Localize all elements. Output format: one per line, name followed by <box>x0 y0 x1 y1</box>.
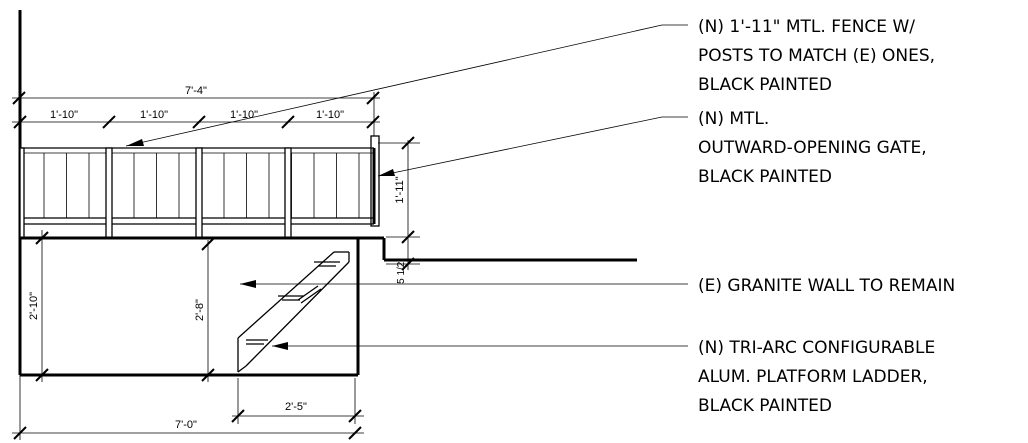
note-fence-line-2: POSTS TO MATCH (E) ONES, <box>698 46 935 66</box>
dim-ladder-width: 2'-5" <box>285 401 307 413</box>
leader-lines <box>125 24 688 350</box>
note-ladder-line-2: ALUM. PLATFORM LADDER, <box>698 367 928 387</box>
note-fence-line-3: BLACK PAINTED <box>698 75 832 95</box>
dim-fence-height: 1'-11" <box>394 176 406 203</box>
note-gate: (N) MTL. OUTWARD-OPENING GATE, BLACK PAI… <box>698 109 927 187</box>
note-ladder-line-3: BLACK PAINTED <box>698 396 832 416</box>
fence <box>19 147 374 239</box>
note-ladder: (N) TRI-ARC CONFIGURABLE ALUM. PLATFORM … <box>698 338 935 416</box>
fence-post <box>19 147 25 239</box>
note-gate-line-2: OUTWARD-OPENING GATE, <box>698 138 927 158</box>
fence-post <box>284 147 292 239</box>
gate <box>370 135 380 227</box>
dim-post-spacing-1: 1'-10" <box>50 109 78 121</box>
dim-post-spacing-2: 1'-10" <box>140 109 168 121</box>
dimension-lines <box>12 91 420 440</box>
ladder <box>237 251 350 373</box>
note-fence: (N) 1'-11" MTL. FENCE W/ POSTS TO MATCH … <box>698 17 935 95</box>
note-ladder-line-1: (N) TRI-ARC CONFIGURABLE <box>698 338 935 358</box>
note-gate-line-1: (N) MTL. <box>698 109 769 129</box>
dim-wall-width: 7'-0" <box>175 419 197 431</box>
dim-post-spacing-4: 1'-10" <box>316 109 344 121</box>
note-wall-line-1: (E) GRANITE WALL TO REMAIN <box>698 276 955 296</box>
fence-post <box>105 147 113 239</box>
dim-wall-height-inner: 2'-8" <box>194 299 206 321</box>
fence-post <box>195 147 203 239</box>
note-fence-line-1: (N) 1'-11" MTL. FENCE W/ <box>698 17 915 37</box>
note-wall: (E) GRANITE WALL TO REMAIN <box>698 276 955 296</box>
dim-overall-fence: 7'-4" <box>185 85 207 97</box>
granite-wall <box>20 236 637 377</box>
note-gate-line-3: BLACK PAINTED <box>698 167 832 187</box>
dim-wall-height-left: 2'-10" <box>28 292 40 320</box>
dim-step-height: 5 1/2" <box>396 258 407 284</box>
